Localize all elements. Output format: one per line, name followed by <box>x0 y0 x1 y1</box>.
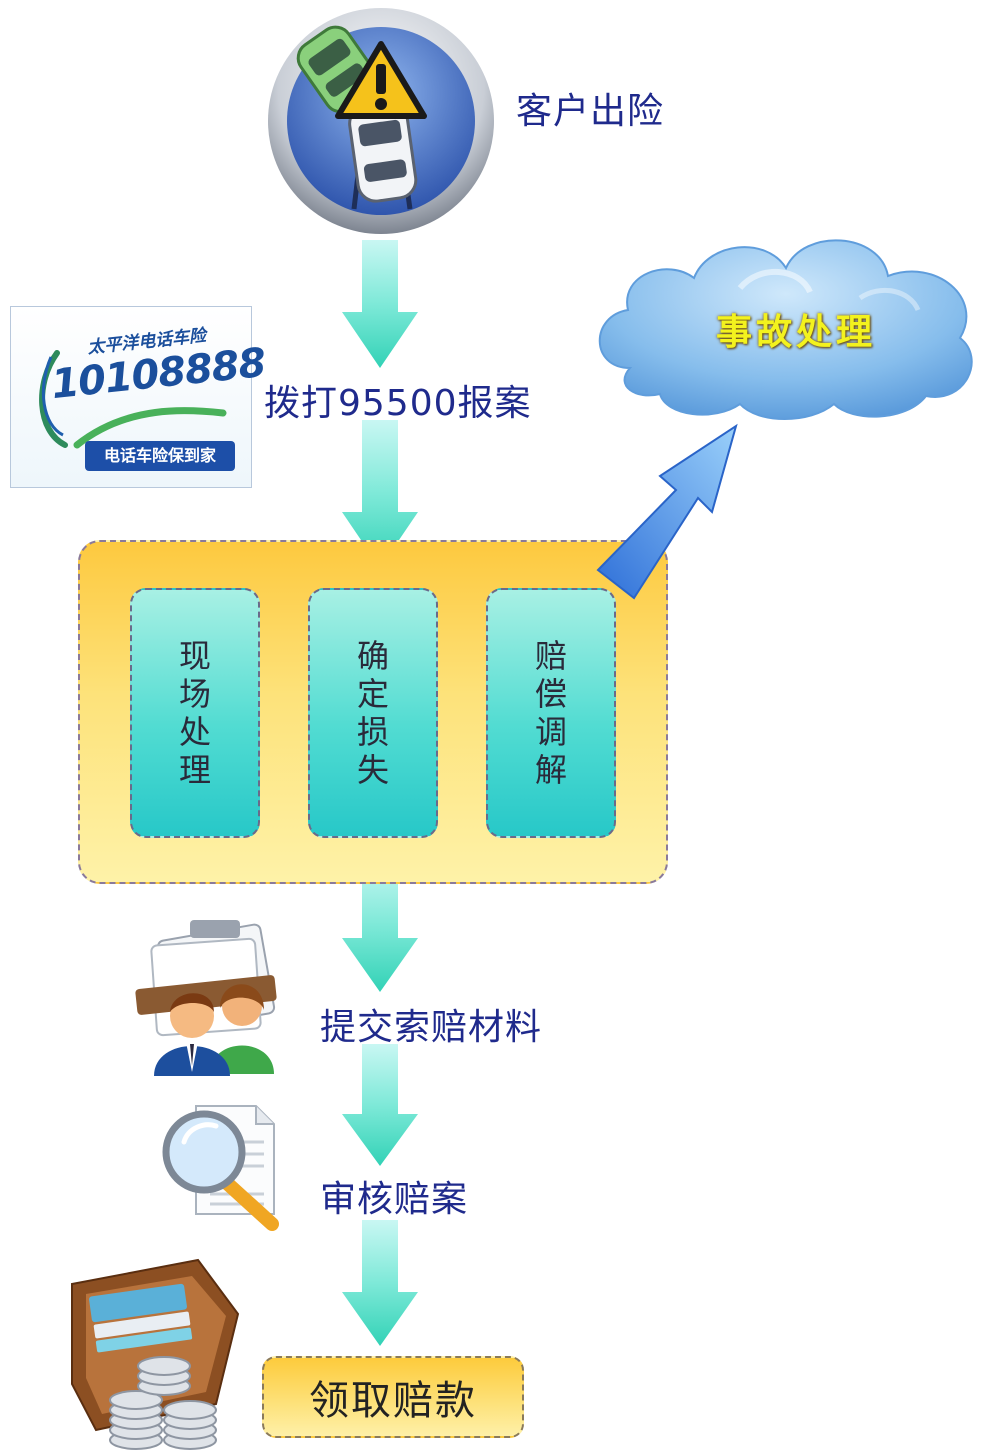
flow-arrow-5 <box>342 1220 418 1346</box>
hotline-slogan: 电话车险保到家 <box>85 441 235 471</box>
step-call-label: 拨打95500报案 <box>264 383 532 424</box>
cloud-label: 事故处理 <box>716 312 877 353</box>
step-report-label: 客户出险 <box>516 91 665 132</box>
process-box-onsite-char-1: 现 <box>178 637 211 675</box>
process-box-loss-char-1: 确 <box>356 637 389 675</box>
phone-swoosh-icon <box>39 350 227 449</box>
process-box-onsite: 现 场 处 理 <box>130 588 260 838</box>
step-review-label: 审核赔案 <box>320 1179 469 1220</box>
process-box-loss-char-2: 定 <box>356 675 389 713</box>
step-submit-label: 提交索赔材料 <box>320 1007 543 1048</box>
flow-arrow-2 <box>342 420 418 568</box>
process-box-loss-char-3: 损 <box>356 713 389 751</box>
process-box-mediation-char-2: 偿 <box>534 675 567 713</box>
cloud-shape <box>598 239 973 420</box>
flow-arrow-1 <box>342 240 418 368</box>
process-box-onsite-char-3: 处 <box>178 713 211 751</box>
flow-arrow-4 <box>342 1044 418 1166</box>
process-box-loss: 确 定 损 失 <box>308 588 438 838</box>
process-box-mediation-char-1: 赔 <box>534 637 567 675</box>
flow-arrow-3 <box>342 858 418 992</box>
wallet-coins-icon <box>71 1258 240 1450</box>
process-box-mediation-char-3: 调 <box>534 713 567 751</box>
people-documents-icon <box>135 920 277 1076</box>
magnifier-document-icon <box>162 1105 279 1231</box>
car-accident-warning-icon <box>268 8 494 234</box>
process-box-loss-char-4: 失 <box>356 751 389 789</box>
process-box-mediation-char-4: 解 <box>534 751 567 789</box>
process-box-onsite-char-2: 场 <box>178 675 211 713</box>
hotline-logo-card: 太平洋电话车险 10108888 电话车险保到家 <box>10 306 267 488</box>
step-receive-label: 领取赔款 <box>309 1378 477 1424</box>
receive-payment-box: 领取赔款 <box>262 1356 524 1438</box>
process-box-onsite-char-4: 理 <box>178 751 211 789</box>
diagonal-arrow-to-cloud <box>596 423 738 600</box>
process-box-mediation: 赔 偿 调 解 <box>486 588 616 838</box>
